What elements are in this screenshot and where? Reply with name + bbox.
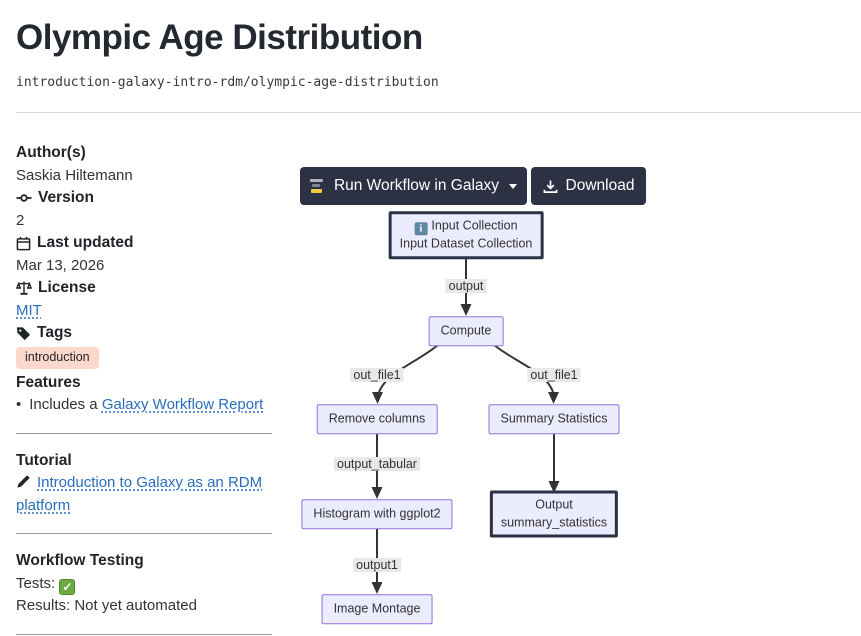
tests-row: Tests: ✓ bbox=[16, 573, 272, 596]
sidebar-divider-3 bbox=[16, 633, 272, 635]
edge-label-output: output bbox=[445, 279, 487, 293]
node-remove-columns: Remove columns bbox=[316, 404, 438, 434]
last-updated-heading-label: Last updated bbox=[37, 234, 134, 251]
author-name: Saskia Hiltemann bbox=[16, 166, 133, 184]
input-node-line2: Input Dataset Collection bbox=[399, 236, 533, 251]
output-node-line1: Output bbox=[535, 497, 573, 512]
workflow-slug: introduction-galaxy-intro-rdm/olympic-ag… bbox=[16, 75, 439, 90]
edge-label-output1: output1 bbox=[353, 558, 401, 572]
tag-icon bbox=[16, 326, 31, 341]
edge-label-output-tabular: output_tabular bbox=[334, 457, 420, 471]
check-mark-icon: ✓ bbox=[59, 578, 76, 595]
tutorial-link[interactable]: Introduction to Galaxy as an RDM platfor… bbox=[16, 474, 263, 514]
info-icon: i bbox=[414, 222, 428, 236]
caret-down-icon bbox=[509, 183, 518, 189]
node-summary-statistics: Summary Statistics bbox=[488, 404, 620, 434]
workflow-testing-heading: Workflow Testing bbox=[16, 552, 144, 569]
git-commit-icon bbox=[16, 190, 32, 206]
sidebar-divider-1 bbox=[16, 432, 272, 434]
license-scales-icon bbox=[16, 280, 32, 296]
results-row: Results: Not yet automated bbox=[16, 597, 197, 614]
license-heading-label: License bbox=[38, 279, 96, 296]
version-value: 2 bbox=[16, 211, 25, 229]
output-node-line2: summary_statistics bbox=[500, 515, 608, 529]
feature-prefix: Includes a bbox=[29, 396, 98, 413]
node-compute: Compute bbox=[428, 316, 504, 346]
input-node-line1: Input Collection bbox=[431, 218, 518, 233]
run-workflow-button[interactable]: Run Workflow in Galaxy bbox=[300, 167, 527, 205]
node-image-montage: Image Montage bbox=[321, 594, 433, 624]
metadata-sidebar: Author(s) Saskia Hiltemann Version 2 Las… bbox=[16, 142, 272, 636]
version-heading-label: Version bbox=[38, 189, 94, 206]
sidebar-divider-2 bbox=[16, 533, 272, 534]
calendar-icon bbox=[16, 236, 31, 251]
pencil-icon bbox=[16, 474, 31, 489]
version-heading: Version bbox=[16, 187, 272, 210]
edge-label-out-file1-right: out_file1 bbox=[527, 368, 581, 382]
node-output-summary-statistics: Output summary_statistics bbox=[489, 490, 619, 538]
download-button[interactable]: Download bbox=[531, 167, 646, 205]
features-heading: Features bbox=[16, 373, 81, 391]
edge-label-out-file1-left: out_file1 bbox=[350, 368, 404, 382]
bullet-icon: • bbox=[16, 396, 22, 413]
last-updated-heading: Last updated bbox=[16, 232, 272, 255]
run-workflow-label: Run Workflow in Galaxy bbox=[333, 177, 500, 194]
tutorial-item: Introduction to Galaxy as an RDM platfor… bbox=[16, 472, 272, 517]
authors-heading: Author(s) bbox=[16, 144, 86, 161]
tag-badge-introduction[interactable]: introduction bbox=[16, 346, 99, 369]
galaxy-logo-icon bbox=[309, 179, 326, 193]
tests-label: Tests: bbox=[16, 574, 56, 592]
page-title: Olympic Age Distribution bbox=[16, 18, 423, 57]
feature-text: Includes a Galaxy Workflow Report bbox=[29, 394, 263, 417]
license-heading: License bbox=[16, 277, 272, 300]
header-divider bbox=[16, 112, 861, 113]
last-updated-value: Mar 13, 2026 bbox=[16, 256, 105, 274]
download-icon bbox=[543, 179, 558, 194]
feature-item: • Includes a Galaxy Workflow Report bbox=[16, 394, 272, 417]
tags-heading: Tags bbox=[16, 322, 272, 345]
workflow-report-link[interactable]: Galaxy Workflow Report bbox=[101, 396, 264, 413]
tutorial-heading: Tutorial bbox=[16, 451, 72, 469]
tags-heading-label: Tags bbox=[37, 324, 73, 341]
download-label: Download bbox=[565, 177, 635, 194]
node-histogram-ggplot2: Histogram with ggplot2 bbox=[301, 499, 453, 529]
license-link[interactable]: MIT bbox=[16, 301, 42, 319]
